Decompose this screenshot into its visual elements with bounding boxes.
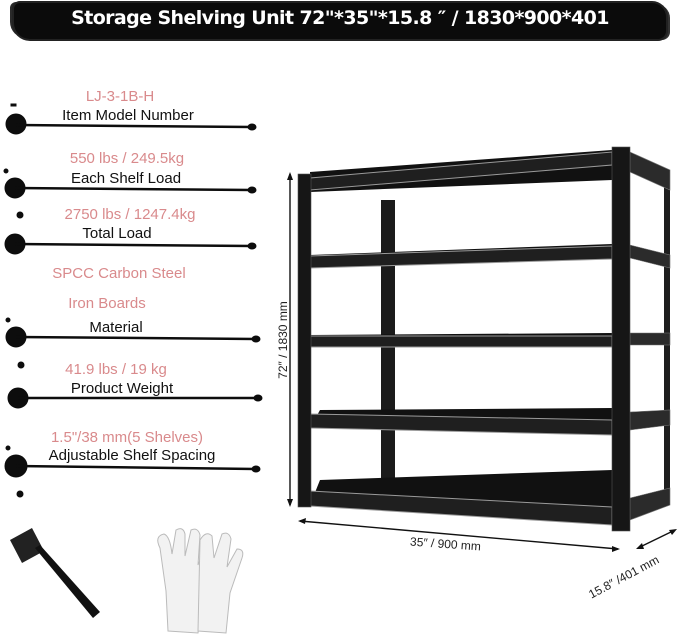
spec-spacing-value: 1.5"/38 mm(5 Shelves)	[50, 429, 204, 446]
ink-line-4	[5, 317, 261, 348]
ink-line-1	[5, 103, 257, 135]
title-banner: Storage Shelving Unit 72"*35"*15.8 ″ / 1…	[14, 3, 666, 39]
spec-model-label: Item Model Number	[62, 107, 194, 124]
dimension-arrows	[287, 172, 677, 552]
spec-material-value: SPCC Carbon Steel	[52, 265, 186, 282]
spec-weight-label: Product Weight	[70, 380, 174, 397]
height-dimension: 72″ / 1830 mm	[276, 301, 290, 379]
spec-weight-value: 41.9 lbs / 19 kg	[65, 361, 167, 378]
ink-line-3	[4, 211, 257, 255]
ink-line-6	[4, 445, 261, 498]
gloves-icon	[157, 528, 244, 634]
shelf-frame	[297, 146, 671, 532]
spec-material-value-2: Iron Boards	[68, 295, 146, 312]
spec-shelf-load-value: 550 lbs / 249.5kg	[69, 150, 185, 167]
hammer-icon	[10, 528, 100, 618]
spec-total-load-label: Total Load	[82, 225, 152, 242]
banner-title: Storage Shelving Unit 72"*35"*15.8 ″ / 1…	[71, 7, 609, 29]
spec-spacing-label: Adjustable Shelf Spacing	[48, 447, 216, 464]
ink-line-5	[7, 361, 263, 409]
spec-material-label: Material	[89, 319, 143, 336]
spec-model-value: LJ-3-1B-H	[85, 88, 155, 105]
ink-line-2	[3, 168, 257, 199]
spec-total-load-value: 2750 lbs / 1247.4kg	[64, 206, 196, 223]
spec-shelf-load-label: Each Shelf Load	[70, 170, 182, 187]
